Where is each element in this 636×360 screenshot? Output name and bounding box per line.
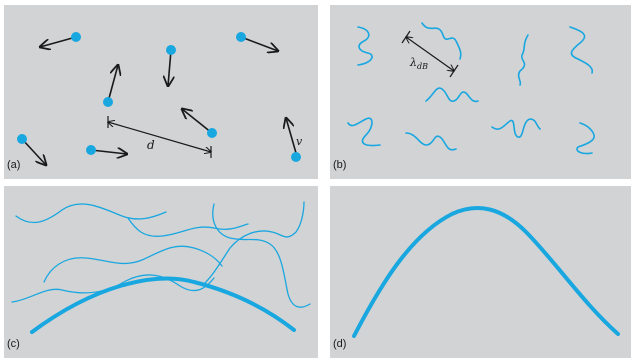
particle — [166, 45, 176, 55]
panel-c: (c) — [4, 186, 318, 358]
wave-packet — [347, 117, 381, 147]
wave-packet — [576, 122, 595, 155]
panel-b-figure: λdB — [347, 22, 595, 155]
distance-label: d — [147, 138, 155, 152]
wave-packet — [405, 132, 457, 151]
velocity-arrow — [182, 109, 213, 134]
wave-line — [127, 217, 249, 237]
panel-a-figure: d v — [17, 32, 303, 179]
wave-packet — [517, 34, 529, 86]
wave-line — [212, 203, 311, 308]
wave-packet — [357, 26, 373, 66]
velocity-label: v — [296, 135, 303, 148]
particle — [291, 152, 301, 162]
wavelength-arrow — [406, 37, 454, 71]
panel-b-label: (b) — [333, 159, 347, 171]
condensate-wave — [352, 206, 620, 338]
distance-arrow — [108, 122, 211, 152]
velocity-arrow — [286, 118, 297, 154]
velocity-arrow — [168, 49, 171, 86]
velocity-arrow — [90, 150, 127, 154]
panel-b: λdB (b) — [330, 5, 631, 179]
wave-line — [11, 274, 215, 303]
panel-a: d v (a) — [4, 5, 318, 179]
wave-line — [43, 245, 223, 283]
particle — [103, 97, 113, 107]
velocity-arrow — [40, 36, 77, 47]
wave-line — [15, 203, 167, 224]
panel-d-label: (d) — [333, 338, 347, 350]
particle — [207, 128, 217, 138]
particle — [236, 32, 246, 42]
wave-packet — [569, 26, 594, 74]
wave-packet — [491, 118, 541, 138]
wavelength-label: λdB — [409, 56, 428, 71]
wave-packet — [421, 22, 462, 60]
particle — [17, 134, 27, 144]
panel-d-figure — [352, 206, 620, 338]
particle — [71, 32, 81, 42]
particle — [86, 145, 96, 155]
velocity-arrow — [107, 65, 118, 103]
panel-c-label: (c) — [7, 338, 20, 350]
wave-packet — [425, 87, 479, 103]
panel-d: (d) — [330, 186, 631, 358]
panel-a-label: (a) — [7, 159, 21, 171]
panel-c-figure — [11, 201, 311, 334]
condensate-curve — [30, 276, 296, 334]
velocity-arrow — [240, 36, 278, 51]
velocity-arrow — [21, 138, 46, 165]
wave-line — [203, 201, 305, 285]
